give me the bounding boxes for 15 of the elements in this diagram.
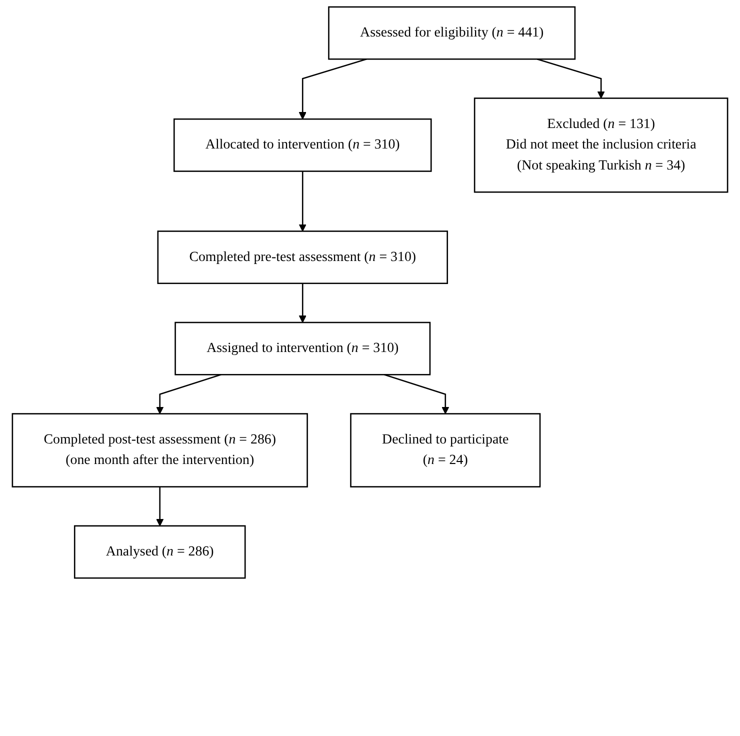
node-box: Completed post-test assessment (n = 286) (one month after the intervention) bbox=[12, 413, 308, 488]
node-box: Excluded (n = 131) Did not meet the inclusion criteria (Not speaking Turkish n = 34) bbox=[474, 98, 728, 193]
node-box: Assigned to intervention (n = 310) bbox=[174, 322, 431, 376]
node-box: Assessed for eligibility (n = 441) bbox=[328, 6, 576, 60]
node-box: Allocated to intervention (n = 310) bbox=[173, 118, 432, 172]
arrow bbox=[298, 58, 367, 120]
arrow bbox=[384, 374, 450, 414]
node-box: Analysed (n = 286) bbox=[74, 525, 246, 579]
arrow bbox=[298, 171, 306, 232]
arrow bbox=[156, 486, 164, 526]
node-box: Declined to participate (n = 24) bbox=[350, 413, 541, 488]
arrow bbox=[298, 283, 306, 323]
arrow bbox=[536, 58, 605, 99]
node-box: Completed pre-test assessment (n = 310) bbox=[157, 230, 448, 284]
arrow bbox=[156, 374, 222, 414]
